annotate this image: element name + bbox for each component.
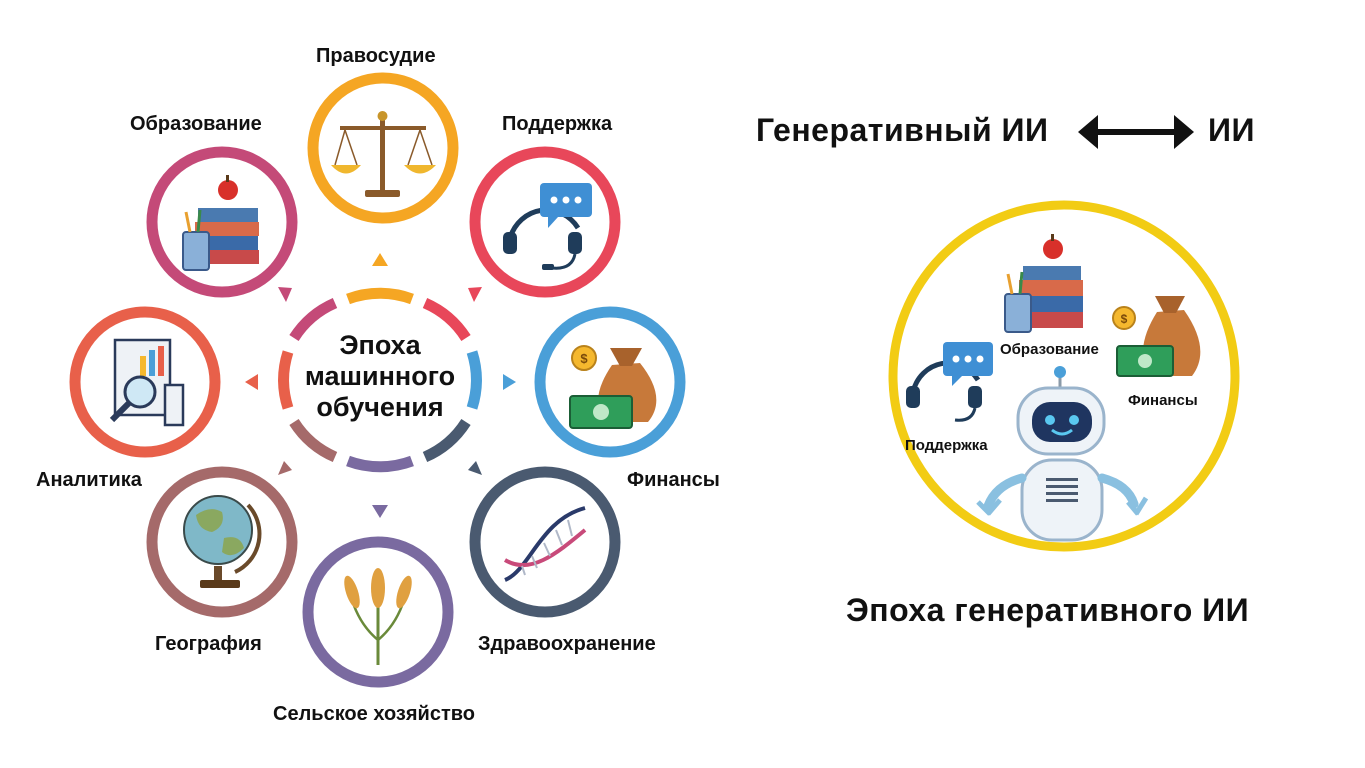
ring-arc-health — [422, 418, 471, 463]
genai-circle: $ — [888, 200, 1240, 552]
label-agriculture: Сельское хозяйство — [273, 703, 475, 725]
label-analytics: Аналитика — [36, 469, 142, 491]
arrow-right — [503, 374, 516, 390]
arrow-down — [372, 505, 388, 518]
node-support — [469, 146, 621, 298]
label-education: Образование — [130, 113, 262, 135]
label-geography: География — [155, 633, 262, 655]
ring-arc-analytics — [278, 350, 294, 410]
dna-icon — [503, 506, 587, 582]
node-analytics — [69, 306, 221, 458]
node-education — [146, 146, 298, 298]
ring-arc-support — [422, 297, 471, 342]
arrow-up-right — [468, 287, 482, 302]
node-geography — [146, 466, 298, 618]
ml-center-title: Эпоха машинного обучения — [300, 330, 460, 423]
robot-icon — [976, 366, 1149, 542]
scales-icon — [331, 111, 436, 197]
node-finance: $ — [534, 306, 686, 458]
header-generative-ai: Генеративный ИИ — [756, 112, 1049, 148]
ring-arc-agriculture — [346, 455, 414, 473]
label-justice: Правосудие — [316, 45, 436, 67]
genai-label-support: Поддержка — [905, 437, 988, 454]
ml-center-ring — [278, 287, 482, 473]
arrow-down-left — [278, 461, 292, 475]
genai-label-finance: Финансы — [1128, 392, 1198, 409]
headset-icon — [906, 342, 993, 422]
node-health — [469, 466, 621, 618]
center-line-3: обучения — [316, 392, 444, 422]
arrow-up — [372, 253, 388, 266]
arrow-left — [245, 374, 258, 390]
header-ai: ИИ — [1208, 112, 1255, 148]
wheat-icon — [344, 568, 412, 665]
label-health: Здравоохранение — [478, 633, 656, 655]
node-agriculture — [302, 536, 454, 688]
arrow-up-left — [278, 287, 292, 302]
books-apple-icon — [1004, 234, 1083, 333]
ring-arc-education — [289, 297, 338, 342]
label-finance: Финансы — [627, 469, 720, 491]
ring-arc-finance — [466, 350, 482, 410]
svg-text:$: $ — [580, 351, 588, 366]
node-justice — [307, 72, 459, 224]
ml-ring-arrows — [245, 253, 516, 518]
globe-icon — [183, 495, 262, 588]
double-arrow-icon — [1078, 115, 1194, 149]
arrow-down-right — [468, 461, 482, 475]
ring-arc-justice — [346, 287, 414, 305]
genai-label-education: Образование — [1000, 341, 1099, 358]
genai-caption: Эпоха генеративного ИИ — [846, 592, 1250, 628]
svg-text:$: $ — [1121, 312, 1128, 326]
label-support: Поддержка — [502, 113, 613, 135]
money-bag-icon: $ — [1112, 296, 1201, 377]
books-apple-icon — [182, 175, 259, 271]
report-magnifier-icon — [109, 338, 185, 427]
headset-icon — [503, 183, 592, 270]
center-line-2: машинного — [304, 361, 456, 391]
money-bag-icon: $ — [569, 345, 657, 429]
center-line-1: Эпоха — [339, 330, 421, 360]
ring-arc-geography — [289, 418, 338, 463]
